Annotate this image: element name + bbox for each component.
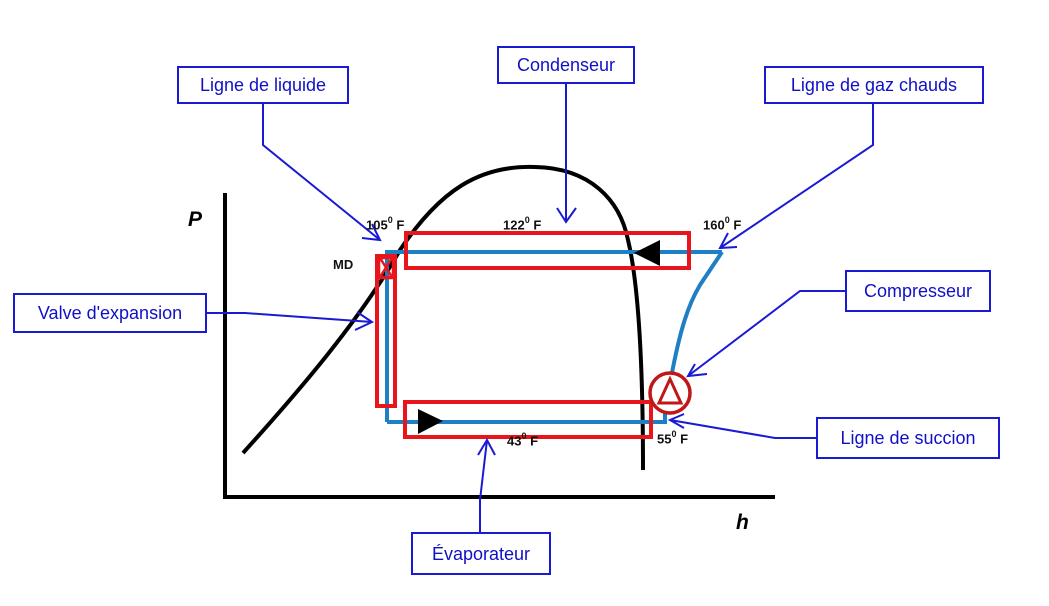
degree-mark: 0: [671, 429, 677, 439]
callout-liquid-line: Ligne de liquide: [177, 66, 349, 104]
temp-discharge-label: 1600 F: [703, 215, 742, 233]
callout-condenser: Condenseur: [497, 46, 635, 84]
arrowhead-suction-icon: [667, 413, 685, 429]
leader-suction: [669, 419, 816, 439]
temp-liquid-label: 1050 F: [366, 215, 405, 233]
flow-arrow-right-icon: [418, 409, 443, 434]
leader-compressor: [687, 290, 845, 377]
temp-value: 122: [503, 217, 525, 233]
arrowhead-hot-gas-icon: [718, 232, 738, 250]
temp-unit: F: [392, 217, 405, 233]
flow-arrow-left-icon: [634, 240, 660, 266]
arrowhead-compressor-icon: [686, 363, 708, 378]
leader-expansion-valve: [207, 312, 373, 323]
degree-mark: 0: [521, 431, 527, 441]
temp-value: 55: [657, 431, 672, 447]
temp-condense-label: 1220 F: [503, 215, 542, 233]
callout-evaporator: Évaporateur: [411, 532, 551, 575]
condenser-highlight: [404, 231, 691, 270]
leader-hot-gas: [719, 104, 874, 249]
arrowhead-expansion-valve-icon: [354, 311, 375, 331]
compressor-icon: [648, 371, 692, 415]
leader-liquid-line: [262, 104, 381, 241]
temp-value: 105: [366, 217, 388, 233]
callout-suction-line: Ligne de succion: [816, 417, 1000, 459]
md-label: MD: [333, 257, 354, 272]
callout-compressor: Compresseur: [845, 270, 991, 312]
evaporator-highlight: [403, 400, 653, 439]
temp-value: 43: [507, 433, 522, 449]
degree-mark: 0: [524, 215, 530, 225]
saturation-curve: [241, 164, 645, 471]
arrowhead-liquid-line-icon: [361, 223, 382, 242]
callout-hot-gas-line: Ligne de gaz chauds: [764, 66, 984, 104]
x-axis-label: h: [736, 511, 749, 534]
degree-mark: 0: [724, 215, 730, 225]
temp-unit: F: [676, 431, 689, 447]
temp-suction-label: 550 F: [657, 429, 689, 447]
temp-evap-label: 430 F: [507, 431, 539, 449]
temp-unit: F: [729, 217, 742, 233]
arrowhead-evaporator-icon: [477, 437, 496, 456]
y-axis-label: P: [188, 208, 203, 231]
arrowhead-condenser-icon: [556, 207, 577, 224]
temp-value: 160: [703, 217, 725, 233]
temp-unit: F: [526, 433, 539, 449]
callout-expansion-valve: Valve d'expansion: [13, 293, 207, 333]
metering-device-icon: [377, 255, 395, 280]
temp-unit: F: [529, 217, 542, 233]
hot-gas-line: [669, 250, 724, 379]
leader-evaporator: [479, 439, 488, 532]
degree-mark: 0: [387, 215, 393, 225]
